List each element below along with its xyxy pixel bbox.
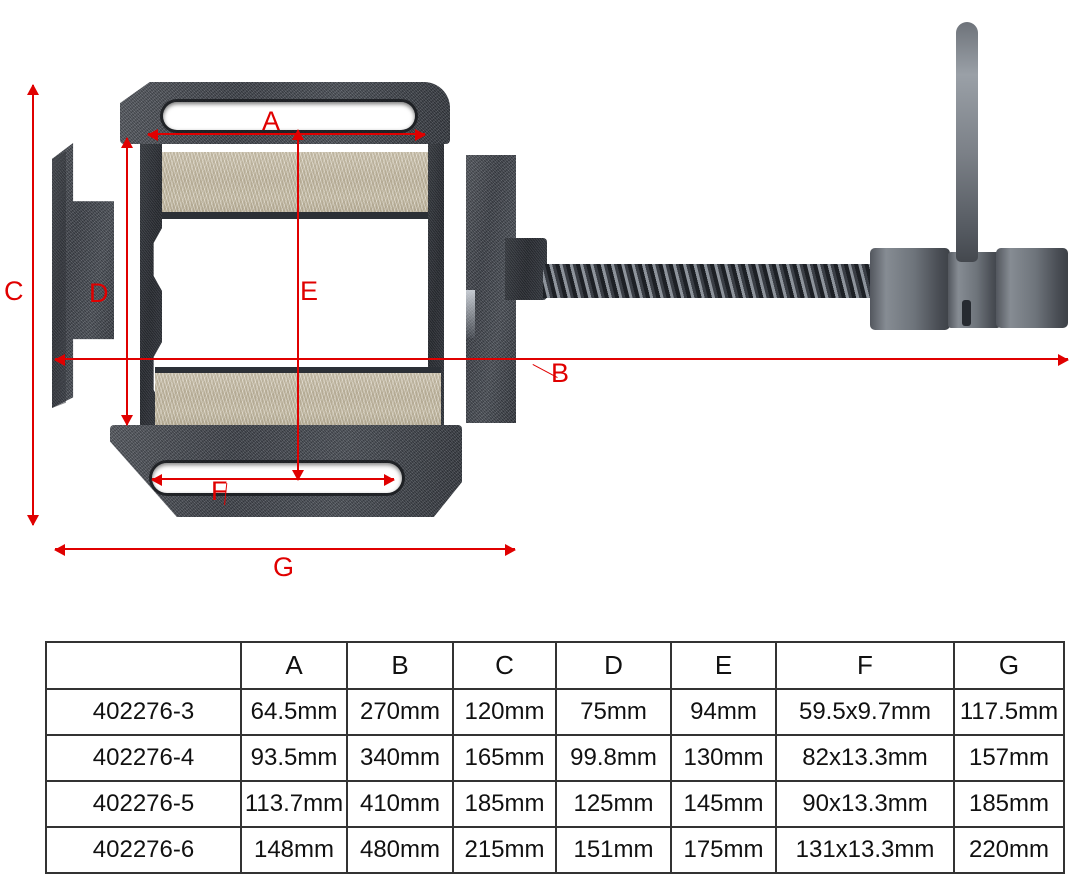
dimension-line-d xyxy=(121,137,133,426)
cell-d: 99.8mm xyxy=(555,734,672,782)
cell-f: 131x13.3mm xyxy=(775,826,955,874)
cell-e: 145mm xyxy=(670,780,777,828)
moving-jaw-boss xyxy=(505,238,547,300)
arrowhead-left-a xyxy=(147,129,158,141)
dimension-line-f xyxy=(151,474,395,486)
cell-a: 93.5mm xyxy=(240,734,348,782)
cell-f: 82x13.3mm xyxy=(775,734,955,782)
t-bar-handle xyxy=(956,22,978,262)
arrowhead-down-e xyxy=(292,470,304,481)
arrowhead-right-b xyxy=(1058,354,1069,366)
column-header-d: D xyxy=(555,641,672,690)
vise-photograph: C D A E B xyxy=(4,22,1069,582)
dimension-label-b: B xyxy=(551,358,570,388)
dimension-label-c: C xyxy=(4,276,24,306)
cell-model: 402276-3 xyxy=(45,688,242,736)
arrowhead-left-g xyxy=(54,544,65,556)
cell-c: 185mm xyxy=(452,780,557,828)
dimension-label-g: G xyxy=(273,552,295,582)
handle-collar-left xyxy=(870,248,950,330)
column-header-e: E xyxy=(670,641,777,690)
table-row: 402276-3 64.5mm 270mm 120mm 75mm 94mm 59… xyxy=(45,688,1065,736)
cell-a: 64.5mm xyxy=(240,688,348,736)
column-header-g: G xyxy=(953,641,1065,690)
cell-e: 175mm xyxy=(670,826,777,874)
arrowhead-down-d xyxy=(121,415,133,426)
cell-a: 148mm xyxy=(240,826,348,874)
cell-model: 402276-6 xyxy=(45,826,242,874)
cell-d: 75mm xyxy=(555,688,672,736)
cell-f: 90x13.3mm xyxy=(775,780,955,828)
vise-opening xyxy=(162,219,428,367)
cell-g: 157mm xyxy=(953,734,1065,782)
table-row: 402276-4 93.5mm 340mm 165mm 99.8mm 130mm… xyxy=(45,734,1065,782)
cell-g: 220mm xyxy=(953,826,1065,874)
arrowhead-right-a xyxy=(415,129,426,141)
table-header-row: A B C D E F G xyxy=(45,641,1065,690)
specification-table-container: A B C D E F G 402276-3 64.5mm 270mm 120m… xyxy=(45,641,1065,874)
cell-e: 94mm xyxy=(670,688,777,736)
cell-g: 185mm xyxy=(953,780,1065,828)
arrowhead-up-d xyxy=(121,137,133,148)
column-header-a: A xyxy=(240,641,348,690)
cell-c: 120mm xyxy=(452,688,557,736)
handle-collar-middle xyxy=(948,252,1000,328)
dimension-line-g xyxy=(54,544,516,556)
column-header-model xyxy=(45,641,242,690)
cell-b: 480mm xyxy=(346,826,454,874)
threaded-screw-rod xyxy=(543,264,873,298)
arrowhead-up-c xyxy=(27,84,39,95)
dimension-line-e xyxy=(292,129,304,481)
dimension-line-b xyxy=(54,354,1069,366)
cell-g: 117.5mm xyxy=(953,688,1065,736)
dimension-label-d: D xyxy=(89,278,109,308)
arrowhead-right-f xyxy=(384,474,395,486)
moving-jaw-highlight xyxy=(466,290,475,338)
cell-b: 410mm xyxy=(346,780,454,828)
cell-c: 165mm xyxy=(452,734,557,782)
collar-seam xyxy=(962,300,971,326)
arrowhead-left-b xyxy=(54,354,65,366)
dimension-label-a: A xyxy=(262,106,281,136)
cell-b: 340mm xyxy=(346,734,454,782)
arrowhead-up-e xyxy=(292,129,304,140)
cell-model: 402276-4 xyxy=(45,734,242,782)
column-header-f: F xyxy=(775,641,955,690)
column-header-c: C xyxy=(452,641,557,690)
cell-f: 59.5x9.7mm xyxy=(775,688,955,736)
cell-e: 130mm xyxy=(670,734,777,782)
handle-collar-right xyxy=(996,248,1068,328)
arrowhead-right-g xyxy=(505,544,516,556)
dimension-line-c xyxy=(27,84,39,526)
column-header-b: B xyxy=(346,641,454,690)
table-row: 402276-5 113.7mm 410mm 185mm 125mm 145mm… xyxy=(45,780,1065,828)
dimension-label-f: F xyxy=(211,476,228,506)
cell-model: 402276-5 xyxy=(45,780,242,828)
cell-a: 113.7mm xyxy=(240,780,348,828)
arrowhead-left-f xyxy=(151,474,162,486)
cell-c: 215mm xyxy=(452,826,557,874)
dimension-label-e: E xyxy=(300,276,319,306)
dimension-line-a xyxy=(147,129,426,141)
top-mounting-slot xyxy=(163,102,415,130)
left-jaw-casting-shadow xyxy=(52,150,66,408)
specification-table: A B C D E F G 402276-3 64.5mm 270mm 120m… xyxy=(45,641,1065,874)
table-row: 402276-6 148mm 480mm 215mm 151mm 175mm 1… xyxy=(45,826,1065,874)
cell-b: 270mm xyxy=(346,688,454,736)
arrowhead-down-c xyxy=(27,515,39,526)
cell-d: 151mm xyxy=(555,826,672,874)
cell-d: 125mm xyxy=(555,780,672,828)
